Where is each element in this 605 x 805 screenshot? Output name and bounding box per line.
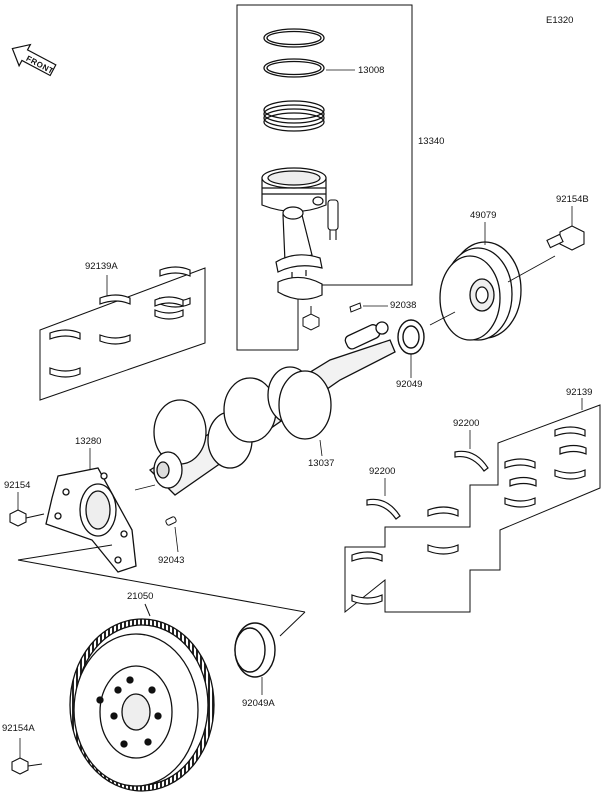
flywheel-bolt-icon [11, 757, 43, 775]
damper-pulley-icon [439, 241, 522, 341]
part-label-49079[interactable]: 49079 [470, 210, 497, 221]
thrust-washer-upper-icon [454, 450, 489, 472]
piston-rings-icon [263, 28, 325, 132]
part-label-92154[interactable]: 92154 [4, 480, 31, 491]
woodruff-key-icon [349, 302, 362, 313]
part-label-92049[interactable]: 92049 [396, 379, 423, 390]
thrust-washer-lower-icon [366, 498, 401, 520]
rod-nut-icon [302, 306, 320, 331]
main-bearing-box [344, 404, 601, 614]
part-label-92200-lower[interactable]: 92200 [369, 466, 396, 477]
part-label-21050[interactable]: 21050 [127, 591, 154, 602]
rear-oil-seal-icon [234, 622, 276, 678]
part-label-92154b[interactable]: 92154B [556, 194, 589, 205]
connecting-rod-icon [275, 206, 323, 300]
part-label-92154a[interactable]: 92154A [2, 723, 35, 734]
group-bracket-lines [17, 544, 306, 637]
part-label-92049a[interactable]: 92049A [242, 698, 275, 709]
housing-bolt-icon [9, 509, 45, 527]
front-arrow-icon: FRONT [11, 43, 57, 77]
part-label-92043[interactable]: 92043 [158, 555, 185, 566]
part-label-13280[interactable]: 13280 [75, 436, 102, 447]
part-label-92038[interactable]: 92038 [390, 300, 417, 311]
piston-assembly-bracket [236, 4, 413, 351]
part-label-13008[interactable]: 13008 [358, 65, 385, 76]
diagram-code: E1320 [546, 15, 574, 26]
crankshaft-icon [148, 321, 396, 496]
part-label-92139[interactable]: 92139 [566, 387, 593, 398]
part-label-13340[interactable]: 13340 [418, 136, 445, 147]
part-label-13037[interactable]: 13037 [308, 458, 335, 469]
seal-housing-icon [45, 467, 137, 573]
pulley-bolt-icon [546, 225, 585, 251]
flywheel-icon [69, 618, 215, 792]
main-bearing-shells-icon [351, 426, 587, 605]
conrod-bearing-box [39, 267, 206, 401]
piston-pin-icon [327, 199, 339, 240]
conrod-bearing-shells-icon [49, 266, 191, 378]
part-label-92139a[interactable]: 92139A [85, 261, 118, 272]
piston-icon [261, 167, 327, 213]
front-oil-seal-icon [397, 319, 425, 355]
part-label-92200-upper[interactable]: 92200 [453, 418, 480, 429]
dowel-pin-icon [165, 516, 177, 526]
